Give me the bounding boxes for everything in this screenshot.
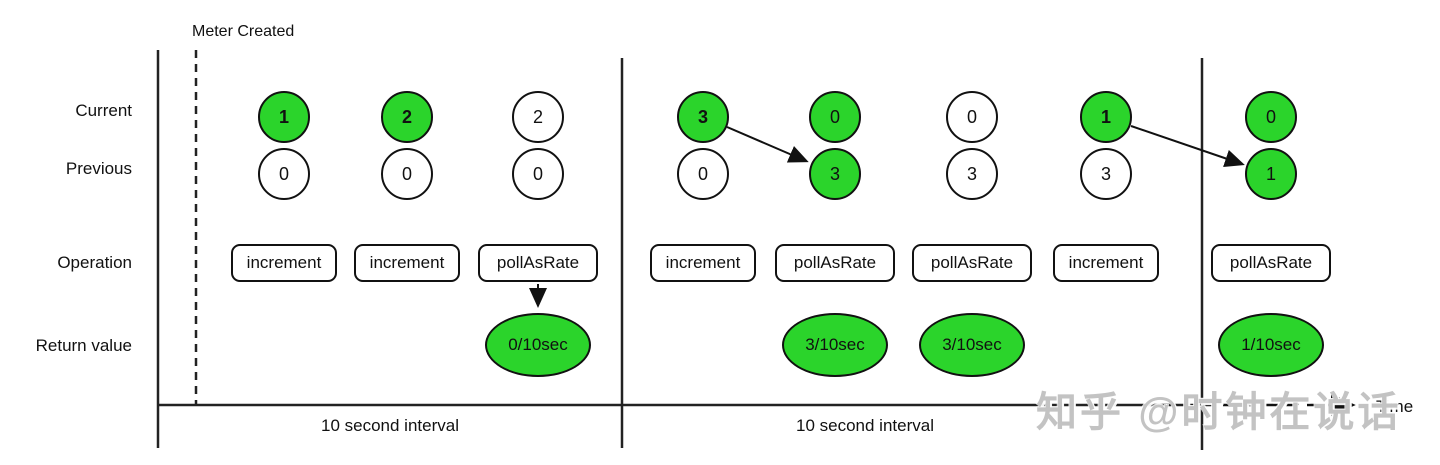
- current-circle: 1: [1080, 91, 1132, 143]
- operation-box: pollAsRate: [1211, 244, 1331, 282]
- previous-circle: 0: [381, 148, 433, 200]
- return-value-ellipse: 3/10sec: [782, 313, 888, 377]
- return-value: 3/10sec: [805, 335, 865, 354]
- current-circle: 0: [1245, 91, 1297, 143]
- previous-value: 0: [278, 163, 289, 184]
- operation-label: increment: [1068, 253, 1144, 272]
- operation-box: increment: [1053, 244, 1159, 282]
- return-value: 1/10sec: [1241, 335, 1301, 354]
- previous-value: 0: [401, 163, 412, 184]
- interval-label-1: 10 second interval: [321, 416, 459, 435]
- interval-label-2: 10 second interval: [796, 416, 934, 435]
- row-label-operation: Operation: [57, 253, 132, 272]
- operation-box: pollAsRate: [478, 244, 598, 282]
- return-value: 3/10sec: [942, 335, 1002, 354]
- operation-label: increment: [369, 253, 445, 272]
- current-value: 3: [697, 106, 708, 127]
- current-value: 1: [1100, 106, 1111, 127]
- previous-value: 3: [1100, 163, 1111, 184]
- time-axis-label: Time: [1376, 397, 1414, 416]
- current-circle: 1: [258, 91, 310, 143]
- current-value: 2: [532, 106, 543, 127]
- operation-box: increment: [231, 244, 337, 282]
- operation-box: pollAsRate: [775, 244, 895, 282]
- meter-created-label: Meter Created: [192, 23, 295, 40]
- current-circle: 0: [809, 91, 861, 143]
- current-circle: 0: [946, 91, 998, 143]
- operation-label: pollAsRate: [793, 253, 877, 272]
- operation-label: increment: [246, 253, 322, 272]
- previous-value: 0: [697, 163, 708, 184]
- carry-arrow-2: [1130, 125, 1245, 168]
- previous-circle: 0: [512, 148, 564, 200]
- previous-value: 0: [532, 163, 543, 184]
- return-value-ellipse: 3/10sec: [919, 313, 1025, 377]
- carry-arrow-1: [726, 126, 809, 163]
- previous-circle: 0: [677, 148, 729, 200]
- previous-circle: 1: [1245, 148, 1297, 200]
- current-value: 2: [401, 106, 412, 127]
- previous-circle: 3: [1080, 148, 1132, 200]
- operation-box: increment: [354, 244, 460, 282]
- current-circle: 2: [381, 91, 433, 143]
- previous-circle: 0: [258, 148, 310, 200]
- current-value: 0: [966, 106, 977, 127]
- current-circle: 2: [512, 91, 564, 143]
- previous-value: 3: [966, 163, 977, 184]
- operation-label: pollAsRate: [496, 253, 580, 272]
- previous-circle: 3: [809, 148, 861, 200]
- operation-box: pollAsRate: [912, 244, 1032, 282]
- row-label-return-value: Return value: [35, 336, 132, 355]
- row-label-previous: Previous: [65, 159, 132, 178]
- return-value-ellipse: 0/10sec: [485, 313, 591, 377]
- operation-label: pollAsRate: [930, 253, 1014, 272]
- operation-label: pollAsRate: [1229, 253, 1313, 272]
- return-value-ellipse: 1/10sec: [1218, 313, 1324, 377]
- operation-box: increment: [650, 244, 756, 282]
- current-value: 1: [278, 106, 289, 127]
- previous-value: 3: [829, 163, 840, 184]
- current-value: 0: [1265, 106, 1276, 127]
- row-label-current: Current: [75, 101, 132, 120]
- current-circle: 3: [677, 91, 729, 143]
- operation-label: increment: [665, 253, 741, 272]
- previous-circle: 3: [946, 148, 998, 200]
- return-value: 0/10sec: [508, 335, 568, 354]
- current-value: 0: [829, 106, 840, 127]
- previous-value: 1: [1265, 163, 1276, 184]
